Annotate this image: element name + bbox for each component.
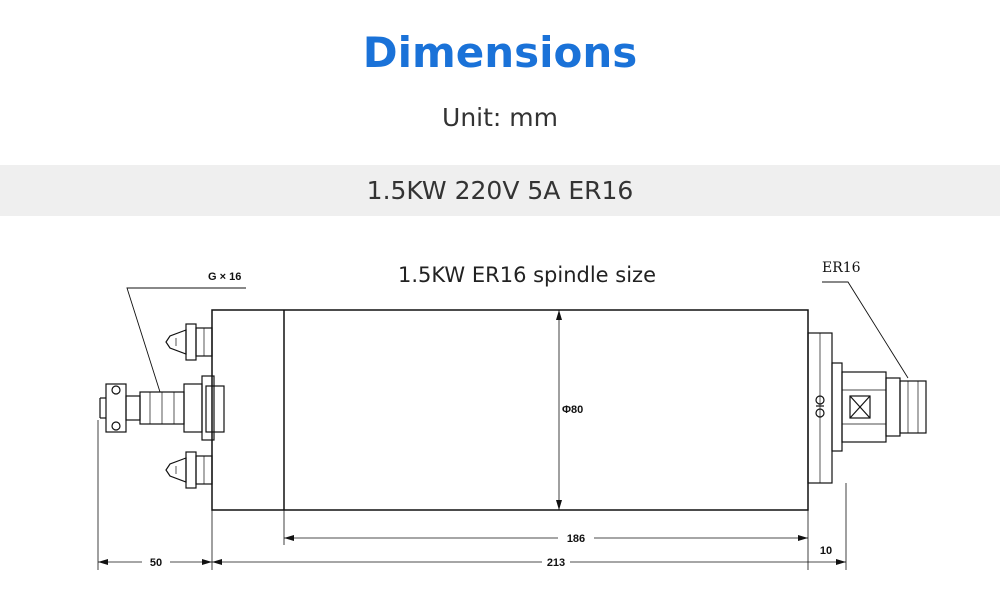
extension-lines [97,420,847,570]
dimension-186 [284,535,808,541]
unit-label: Unit: mm [442,103,558,132]
dimension-50-label: 50 [150,557,162,569]
spindle-drawing: 1.5KW ER16 spindle size Φ80 ER16 [97,260,927,570]
dimension-10-label: 10 [820,545,832,557]
collet-label: ER16 [822,260,861,276]
thread-label: G × 16 [208,271,241,283]
dimension-50 [98,559,212,565]
cable-connector [99,375,225,441]
page-title: Dimensions [362,28,638,77]
cooling-fitting-top [165,323,213,361]
diameter-label: Φ80 [562,404,583,416]
spindle-body [211,309,809,511]
thread-leader [126,287,246,393]
cooling-fitting-bottom [165,451,213,489]
model-text: 1.5KW 220V 5A ER16 [366,176,634,205]
spindle-nose [807,332,927,484]
drawing-caption: 1.5KW ER16 spindle size [398,263,656,287]
dimension-213-label: 213 [547,557,565,569]
dimension-186-label: 186 [567,533,585,545]
collet-leader [822,281,909,379]
model-banner: 1.5KW 220V 5A ER16 [0,165,1000,216]
dimension-213 [212,559,846,565]
